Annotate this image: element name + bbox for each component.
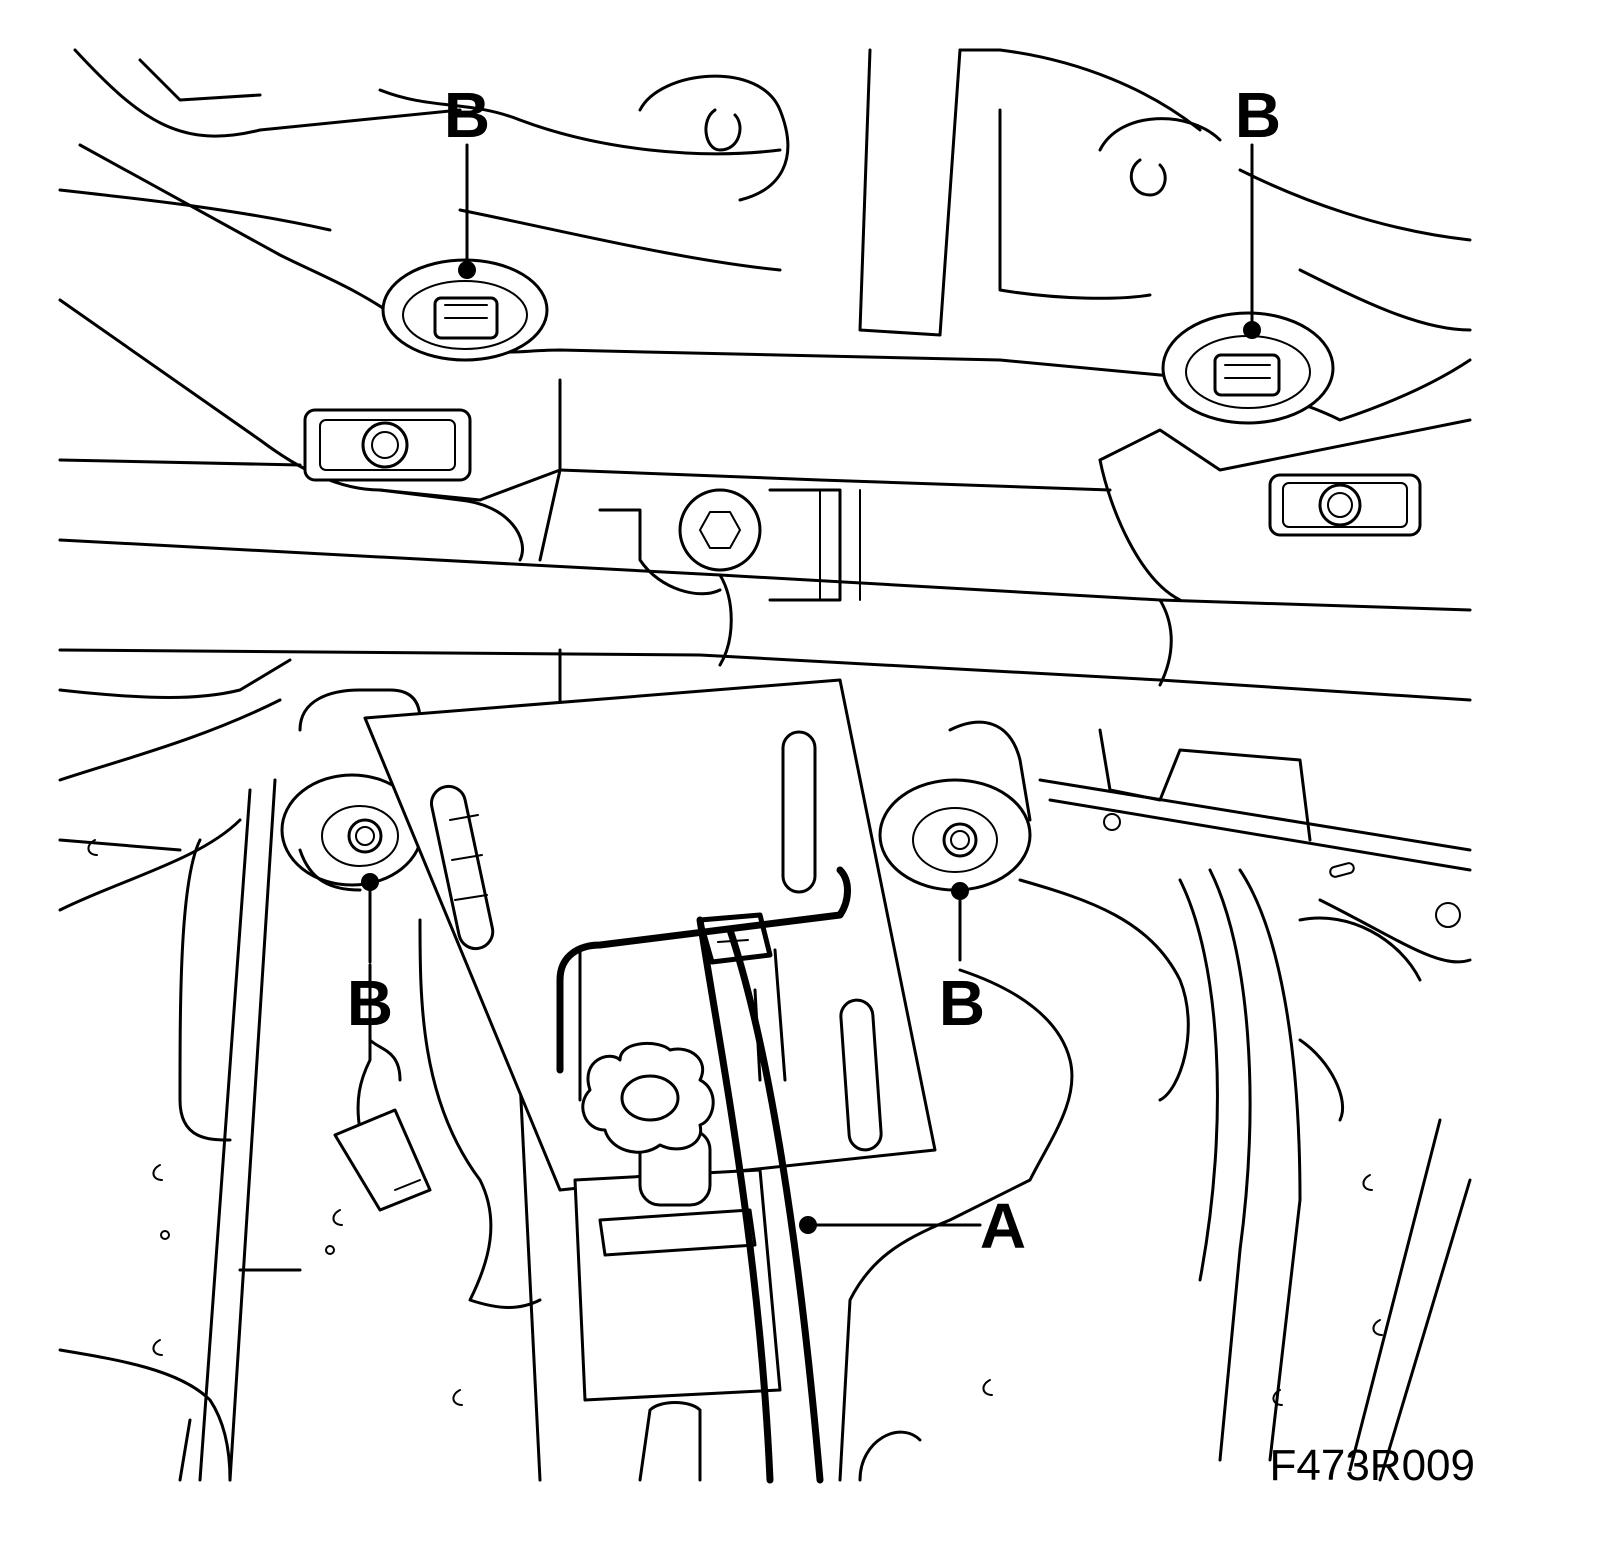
mount-lower-left (280, 688, 424, 892)
figure-id: F473R009 (1270, 1441, 1475, 1490)
floor-panel (418, 878, 1190, 1482)
callout-bolt-top-right: B (1235, 79, 1281, 151)
callout-bolt-lower-right: B (939, 967, 985, 1039)
nut-bracket-right (1268, 473, 1422, 537)
support-bracket-leader (799, 1216, 982, 1234)
retaining-strap (556, 866, 851, 1484)
left-side-rail (58, 658, 302, 1482)
upper-body-structure (58, 48, 1472, 337)
center-hex-plug (598, 488, 861, 602)
callout-bolt-lower-left: B (347, 967, 393, 1039)
mount-lower-right (878, 720, 1032, 892)
callout-support-bracket: A (980, 1190, 1026, 1262)
jack-fixture (573, 948, 787, 1402)
bolt-top-right (1243, 143, 1261, 339)
right-side-structure (1038, 728, 1472, 1482)
screw-holes (87, 839, 1383, 1406)
nut-bracket-left (303, 408, 472, 482)
harness-connector (333, 963, 432, 1212)
bolt-top-left (458, 143, 476, 279)
mount-top-left (381, 258, 549, 362)
bolt-lower-right (951, 882, 969, 962)
horizontal-rod (58, 538, 1472, 710)
callout-bolt-top-left: B (444, 79, 490, 151)
bolt-lower-left (361, 873, 379, 964)
support-plate (363, 678, 937, 1192)
